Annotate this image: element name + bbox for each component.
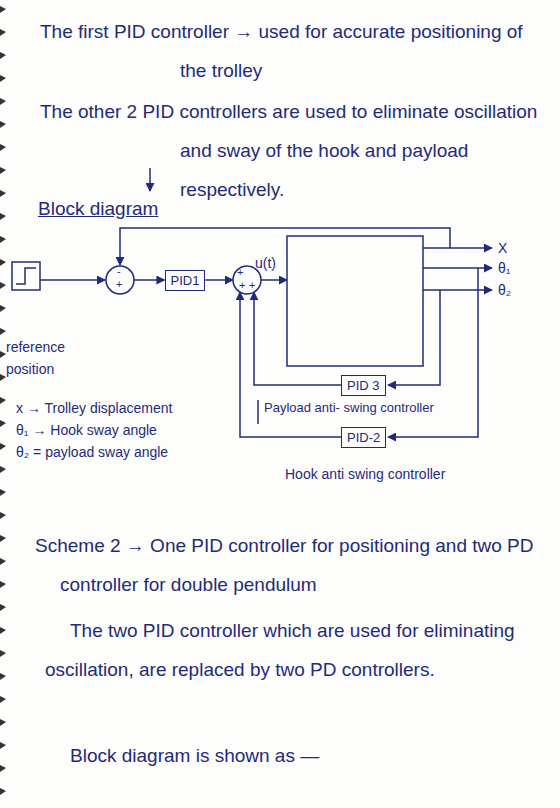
separator-line (257, 400, 259, 424)
summing-junction: -+ (105, 265, 135, 295)
binding-holes (0, 0, 8, 808)
output-name: θ₁ (498, 260, 511, 276)
controller-box: PID 3 (341, 375, 386, 396)
connector (205, 279, 233, 281)
controller-caption: Hook anti swing controller (285, 466, 445, 482)
output-name: X (498, 240, 507, 256)
note-text: The first PID controller → used for accu… (40, 12, 550, 90)
connector (134, 279, 165, 281)
connector (254, 292, 341, 385)
signal-name: u(t) (255, 255, 276, 271)
note-text: Block diagram is shown as — (70, 745, 319, 767)
sign-symbol: + (249, 280, 255, 291)
controller-caption: Payload anti- swing controller (264, 401, 434, 416)
controller-label: PID1 (171, 273, 200, 288)
controller-box: PID-2 (341, 427, 386, 448)
note-text: The other 2 PID controllers are used to … (40, 92, 550, 209)
sign-symbol: + (237, 267, 243, 278)
sign-symbol: - (117, 266, 121, 277)
feedback-wire (388, 290, 440, 385)
plant-box (287, 236, 423, 366)
symbol-definition: x → Trolley displacement (16, 400, 172, 416)
controller-label: PID-2 (347, 430, 380, 445)
output-name: θ₂ (498, 282, 511, 298)
step-symbol (16, 268, 36, 284)
signal-wire (261, 279, 287, 281)
feedback-wire (120, 228, 450, 265)
sign-symbol: + (239, 280, 245, 291)
controller-label: PID 3 (347, 378, 380, 393)
section-heading: Block diagram (38, 198, 158, 220)
output-wire (423, 267, 492, 269)
controller-box: PID1 (165, 270, 206, 291)
step-input-box (12, 262, 40, 290)
input-caption: reference position (6, 336, 86, 381)
output-wire (423, 247, 492, 249)
note-text: The two PID controller which are used fo… (45, 611, 535, 689)
signal-wire (40, 279, 105, 281)
symbol-definition: θ₁ → Hook sway angle (16, 422, 157, 438)
symbol-definition: θ₂ = payload sway angle (16, 444, 168, 460)
summing-junction: + + + (232, 265, 262, 295)
sign-symbol: + (116, 279, 122, 290)
junction-outline (232, 265, 262, 295)
junction-circle (106, 266, 134, 294)
output-wire (423, 289, 492, 291)
pointer-arrow (149, 168, 151, 191)
note-text: Scheme 2 → One PID controller for positi… (35, 526, 550, 604)
junction-circle (233, 266, 261, 294)
